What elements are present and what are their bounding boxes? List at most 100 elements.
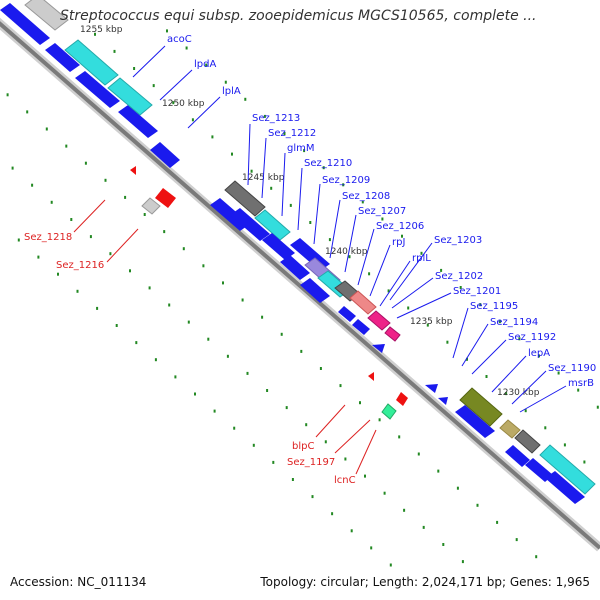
tick-dot xyxy=(515,538,518,542)
tick-dot xyxy=(398,435,401,439)
tick-dot xyxy=(250,169,253,173)
tick-dot xyxy=(563,443,566,447)
gene-feature[interactable] xyxy=(396,392,408,406)
gene-feature[interactable] xyxy=(141,197,161,215)
tick-dot xyxy=(246,371,249,375)
gene-label[interactable]: blpC xyxy=(292,441,314,452)
tick-dot xyxy=(331,512,334,516)
gene-feature[interactable] xyxy=(224,180,266,217)
gene-label[interactable]: Sez_1192 xyxy=(508,332,556,343)
scale-label: 1230 kbp xyxy=(497,388,540,398)
gene-feature[interactable] xyxy=(381,403,397,420)
gene-feature[interactable] xyxy=(438,397,448,405)
tick-dot xyxy=(185,46,188,50)
gene-feature[interactable] xyxy=(384,326,401,342)
gene-label[interactable]: lepA xyxy=(528,348,550,359)
gene-label[interactable]: Sez_1206 xyxy=(376,221,424,232)
gene-label[interactable]: Sez_1210 xyxy=(304,158,352,169)
gene-label[interactable]: acoC xyxy=(167,34,192,45)
gene-label[interactable]: Sez_1203 xyxy=(434,235,482,246)
tick-dot xyxy=(328,238,331,242)
gene-label[interactable]: Sez_1209 xyxy=(322,175,370,186)
gene-label[interactable]: rpJ xyxy=(392,237,405,248)
gene-label[interactable]: Sez_1195 xyxy=(470,301,518,312)
gene-label[interactable]: Sez_1212 xyxy=(268,128,316,139)
gene-label[interactable]: glmM xyxy=(287,143,315,154)
tick-dot xyxy=(285,406,288,410)
gene-feature[interactable] xyxy=(505,445,530,467)
gene-feature[interactable] xyxy=(280,255,310,280)
gene-feature[interactable] xyxy=(367,310,391,331)
tick-dot xyxy=(65,144,68,148)
gene-feature[interactable] xyxy=(425,384,438,393)
tick-dot xyxy=(311,495,314,499)
gene-label[interactable]: lplA xyxy=(222,86,241,97)
tick-dot xyxy=(505,392,508,396)
gene-feature[interactable] xyxy=(262,233,295,260)
tick-dot xyxy=(437,469,440,473)
tick-dot xyxy=(422,525,425,529)
gene-feature[interactable] xyxy=(349,290,377,315)
gene-feature[interactable] xyxy=(107,77,153,116)
gene-feature[interactable] xyxy=(230,208,270,241)
gene-feature[interactable] xyxy=(338,306,356,322)
gene-feature[interactable] xyxy=(24,0,69,31)
gene-feature[interactable] xyxy=(539,444,596,495)
tick-dot xyxy=(466,357,468,361)
tick-dot xyxy=(187,320,190,324)
scale-label: 1250 kbp xyxy=(162,99,205,109)
tick-dot xyxy=(45,127,48,131)
tick-dot xyxy=(233,426,236,430)
gene-label[interactable]: Sez_1207 xyxy=(358,206,406,217)
tick-dot xyxy=(496,520,499,524)
gene-feature[interactable] xyxy=(75,71,120,108)
gene-feature[interactable] xyxy=(368,372,374,381)
gene-label[interactable]: lcnC xyxy=(334,475,356,486)
gene-feature[interactable] xyxy=(300,278,330,303)
gene-feature[interactable] xyxy=(64,39,119,86)
tick-dot xyxy=(148,286,151,290)
tick-dot xyxy=(309,221,312,224)
gene-feature[interactable] xyxy=(150,142,180,168)
gene-feature[interactable] xyxy=(118,105,158,138)
tick-dot xyxy=(163,230,166,234)
gene-label[interactable]: msrB xyxy=(568,378,594,389)
gene-label[interactable]: Sez_1194 xyxy=(490,317,538,328)
gene-label[interactable]: Sez_1208 xyxy=(342,191,390,202)
gene-feature[interactable] xyxy=(499,419,521,439)
gene-feature[interactable] xyxy=(155,188,176,208)
gene-label[interactable]: Sez_1216 xyxy=(56,260,104,271)
gene-label[interactable]: Sez_1197 xyxy=(287,457,335,468)
gene-label[interactable]: Sez_1218 xyxy=(24,232,72,243)
gene-feature[interactable] xyxy=(459,387,503,427)
gene-feature[interactable] xyxy=(45,43,80,72)
tick-dot xyxy=(289,203,292,207)
gene-feature[interactable] xyxy=(514,429,541,454)
gene-label[interactable]: Sez_1202 xyxy=(435,271,483,282)
gene-feature[interactable] xyxy=(545,471,585,504)
gene-feature[interactable] xyxy=(352,319,370,335)
tick-dot xyxy=(109,252,112,256)
tick-dot xyxy=(211,135,214,139)
reverse-gene-track xyxy=(130,166,408,420)
gene-label[interactable]: lpdA xyxy=(194,59,216,70)
gene-feature[interactable] xyxy=(372,344,385,353)
gene-feature[interactable] xyxy=(254,209,291,241)
gene-label[interactable]: Sez_1201 xyxy=(453,286,501,297)
gene-feature[interactable] xyxy=(130,166,136,175)
tick-dot xyxy=(252,443,255,447)
gene-label[interactable]: Sez_1213 xyxy=(252,113,300,124)
backbone xyxy=(0,17,600,552)
gene-feature[interactable] xyxy=(0,3,50,45)
tick-dot xyxy=(368,272,371,276)
gene-band-2 xyxy=(24,0,153,116)
gene-feature[interactable] xyxy=(455,405,495,438)
tick-dot xyxy=(291,478,294,481)
tick-dot xyxy=(538,354,540,358)
gene-label[interactable]: rplL xyxy=(412,253,431,264)
scale-label: 1255 kbp xyxy=(80,25,123,35)
forward-gene-labels: acoC lpdA lplA Sez_1213 Sez_1212 glmM Se… xyxy=(132,34,596,413)
gene-label[interactable]: Sez_1190 xyxy=(548,363,596,374)
gene-feature[interactable] xyxy=(525,458,553,482)
tick-dot xyxy=(166,29,168,33)
